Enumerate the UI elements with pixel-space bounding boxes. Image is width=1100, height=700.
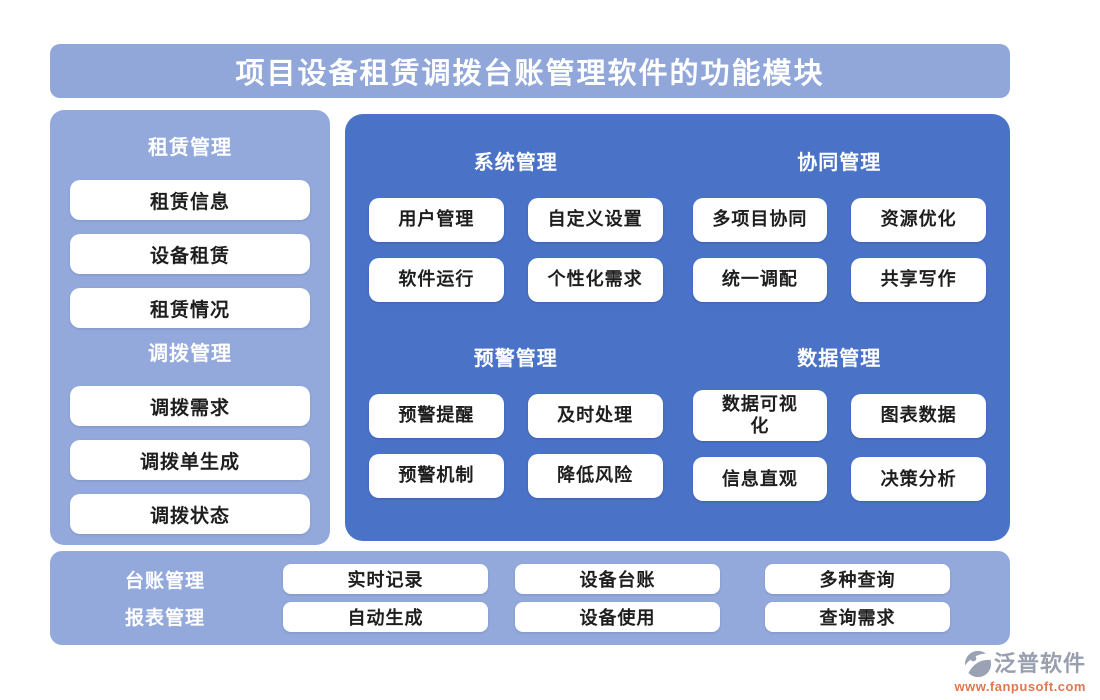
bottom-button-equipment-usage[interactable]: 设备使用 bbox=[515, 601, 720, 632]
module-button-data-visualization[interactable]: 数据可视化 bbox=[692, 390, 828, 442]
bottom-button-realtime-record[interactable]: 实时记录 bbox=[283, 564, 488, 595]
sidebar-item-equipment-rental[interactable]: 设备租赁 bbox=[70, 234, 310, 274]
sidebar-item-rental-status[interactable]: 租赁情况 bbox=[70, 288, 310, 328]
section-header-collaboration: 协同管理 bbox=[797, 152, 882, 174]
module-button-chart-data[interactable]: 图表数据 bbox=[851, 393, 986, 438]
brand-name: 泛普软件 bbox=[993, 651, 1086, 676]
module-button-multi-project-collab[interactable]: 多项目协同 bbox=[692, 198, 828, 243]
brand-url: www.fanpusoft.com bbox=[954, 679, 1086, 694]
module-button-shared-writing[interactable]: 共享写作 bbox=[851, 258, 986, 303]
bottom-button-auto-generate[interactable]: 自动生成 bbox=[283, 601, 488, 632]
section-collaboration-management: 协同管理 多项目协同 资源优化 统一调配 共享写作 bbox=[692, 140, 986, 326]
brand-row: 泛普软件 bbox=[962, 650, 1086, 678]
module-button-decision-analysis[interactable]: 决策分析 bbox=[851, 457, 986, 502]
sidebar-group-header-allocation: 调拨管理 bbox=[148, 343, 232, 365]
module-button-warning-reminder[interactable]: 预警提醒 bbox=[369, 393, 504, 438]
section-data-management: 数据管理 数据可视化 图表数据 信息直观 决策分析 bbox=[692, 336, 986, 522]
section-grid-warning: 预警提醒 及时处理 预警机制 降低风险 bbox=[369, 371, 663, 522]
module-button-unified-allocation[interactable]: 统一调配 bbox=[692, 258, 828, 303]
main-panel: 系统管理 用户管理 自定义设置 软件运行 个性化需求 协同管理 多项目协同 资源… bbox=[345, 114, 1010, 541]
sidebar-group-header-rental: 租赁管理 bbox=[148, 137, 232, 159]
sidebar-item-allocation-demand[interactable]: 调拨需求 bbox=[70, 386, 310, 426]
sidebar: 租赁管理 租赁信息 设备租赁 租赁情况 调拨管理 调拨需求 调拨单生成 调拨状态 bbox=[50, 110, 330, 545]
module-button-info-intuitive[interactable]: 信息直观 bbox=[692, 457, 828, 502]
module-button-software-operation[interactable]: 软件运行 bbox=[369, 258, 504, 303]
section-header-warning: 预警管理 bbox=[473, 347, 558, 370]
sidebar-group-rental: 租赁管理 租赁信息 设备租赁 租赁情况 bbox=[70, 122, 310, 328]
bottom-button-query-demand[interactable]: 查询需求 bbox=[765, 601, 950, 632]
section-header-system: 系统管理 bbox=[473, 152, 558, 174]
bottom-row-report: 报表管理 自动生成 设备使用 查询需求 bbox=[50, 601, 1010, 632]
section-grid-data: 数据可视化 图表数据 信息直观 决策分析 bbox=[692, 371, 986, 522]
section-header-data: 数据管理 bbox=[797, 347, 882, 370]
bottom-bar: 台账管理 实时记录 设备台账 多种查询 报表管理 自动生成 设备使用 查询需求 bbox=[50, 551, 1010, 645]
section-system-management: 系统管理 用户管理 自定义设置 软件运行 个性化需求 bbox=[369, 140, 663, 326]
section-grid-collaboration: 多项目协同 资源优化 统一调配 共享写作 bbox=[692, 175, 986, 326]
bottom-label-ledger-management: 台账管理 bbox=[124, 570, 205, 592]
sidebar-item-rental-info[interactable]: 租赁信息 bbox=[70, 180, 310, 220]
sidebar-group-allocation: 调拨管理 调拨需求 调拨单生成 调拨状态 bbox=[70, 328, 310, 534]
module-button-personalized-needs[interactable]: 个性化需求 bbox=[527, 258, 663, 303]
module-button-user-management[interactable]: 用户管理 bbox=[369, 198, 504, 243]
sidebar-item-allocation-state[interactable]: 调拨状态 bbox=[70, 494, 310, 534]
module-button-resource-optimization[interactable]: 资源优化 bbox=[851, 198, 986, 243]
fanpu-logo-icon bbox=[962, 650, 995, 678]
module-button-timely-handling[interactable]: 及时处理 bbox=[527, 393, 663, 438]
bottom-button-multi-query[interactable]: 多种查询 bbox=[765, 564, 950, 595]
bottom-button-equipment-ledger[interactable]: 设备台账 bbox=[515, 564, 720, 595]
bottom-label-report-management: 报表管理 bbox=[124, 608, 205, 630]
page-title: 项目设备租赁调拨台账管理软件的功能模块 bbox=[50, 44, 1010, 98]
module-button-risk-reduction[interactable]: 降低风险 bbox=[527, 453, 663, 498]
section-grid-system: 用户管理 自定义设置 软件运行 个性化需求 bbox=[369, 175, 663, 326]
module-button-warning-mechanism[interactable]: 预警机制 bbox=[369, 453, 504, 498]
bottom-row-ledger: 台账管理 实时记录 设备台账 多种查询 bbox=[50, 564, 1010, 595]
sidebar-item-allocation-order-generate[interactable]: 调拨单生成 bbox=[70, 440, 310, 480]
section-warning-management: 预警管理 预警提醒 及时处理 预警机制 降低风险 bbox=[369, 336, 663, 522]
module-button-custom-settings[interactable]: 自定义设置 bbox=[527, 198, 663, 243]
footer-brand: 泛普软件 www.fanpusoft.com bbox=[926, 650, 1086, 694]
